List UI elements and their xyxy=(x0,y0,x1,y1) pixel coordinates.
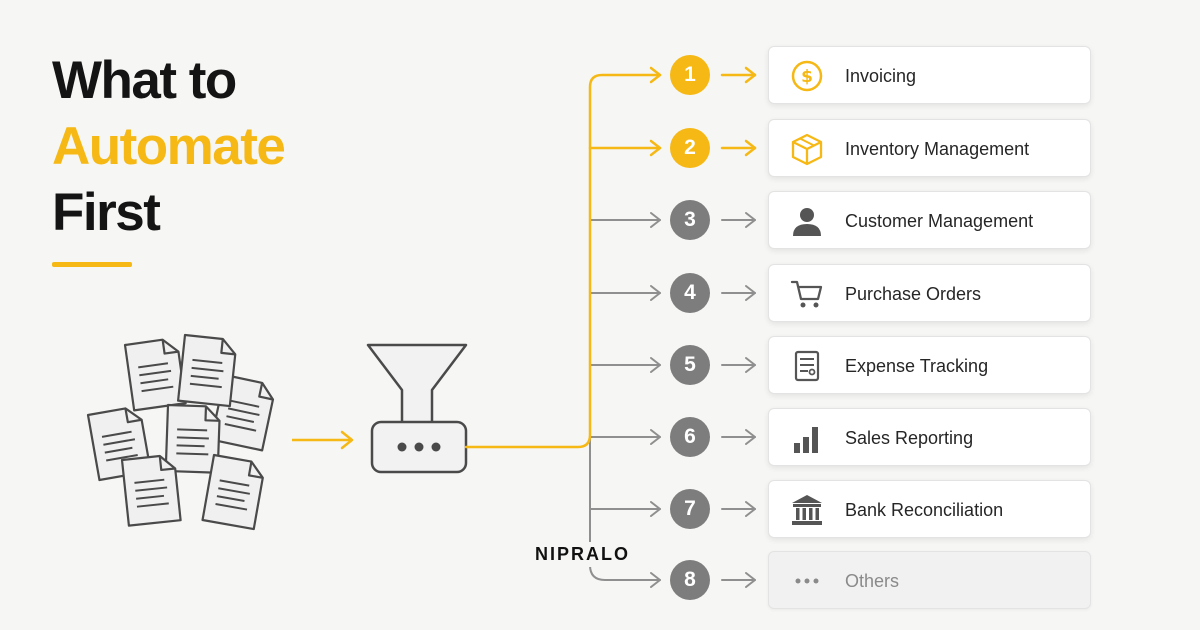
step-number-3: 3 xyxy=(670,200,710,240)
step-number-1: 1 xyxy=(670,55,710,95)
card-label: Purchase Orders xyxy=(845,284,982,304)
card-label: Others xyxy=(845,571,900,591)
page-title: What to Automate First xyxy=(52,48,286,246)
bank-icon xyxy=(789,493,825,527)
step-number-2: 2 xyxy=(670,128,710,168)
card-sales-reporting[interactable]: Sales Reporting xyxy=(768,408,1091,466)
card-invoicing[interactable]: $ Invoicing xyxy=(768,46,1091,104)
brand-logo: NIPRALO xyxy=(533,542,632,567)
title-underline xyxy=(52,262,132,267)
title-line-2: Automate xyxy=(52,117,286,176)
step-number-4: 4 xyxy=(670,273,710,313)
ellipsis-icon xyxy=(789,564,825,598)
user-icon xyxy=(789,204,825,238)
title-line-3: First xyxy=(52,183,161,242)
card-others[interactable]: Others xyxy=(768,551,1091,609)
step-number-8: 8 xyxy=(670,560,710,600)
cart-icon xyxy=(789,277,825,311)
card-inventory-management[interactable]: Inventory Management xyxy=(768,119,1091,177)
documents-pile-icon xyxy=(86,333,277,531)
funnel-processor-icon xyxy=(366,343,468,474)
card-expense-tracking[interactable]: Expense Tracking xyxy=(768,336,1091,394)
svg-text:$: $ xyxy=(801,67,813,87)
bar-chart-icon xyxy=(789,421,825,455)
card-label: Expense Tracking xyxy=(845,356,989,376)
dollar-coin-icon: $ xyxy=(789,59,825,93)
step-number-5: 5 xyxy=(670,345,710,385)
card-label: Customer Management xyxy=(845,211,1034,231)
card-label: Sales Reporting xyxy=(845,428,974,448)
box-icon xyxy=(789,132,825,166)
step-number-7: 7 xyxy=(670,489,710,529)
step-number-6: 6 xyxy=(670,417,710,457)
card-label: Bank Reconciliation xyxy=(845,500,1004,520)
receipt-icon xyxy=(789,349,825,383)
card-label: Inventory Management xyxy=(845,139,1030,159)
card-purchase-orders[interactable]: Purchase Orders xyxy=(768,264,1091,322)
card-label: Invoicing xyxy=(845,66,917,86)
card-customer-management[interactable]: Customer Management xyxy=(768,191,1091,249)
card-bank-reconciliation[interactable]: Bank Reconciliation xyxy=(768,480,1091,538)
title-line-1: What to xyxy=(52,51,237,110)
